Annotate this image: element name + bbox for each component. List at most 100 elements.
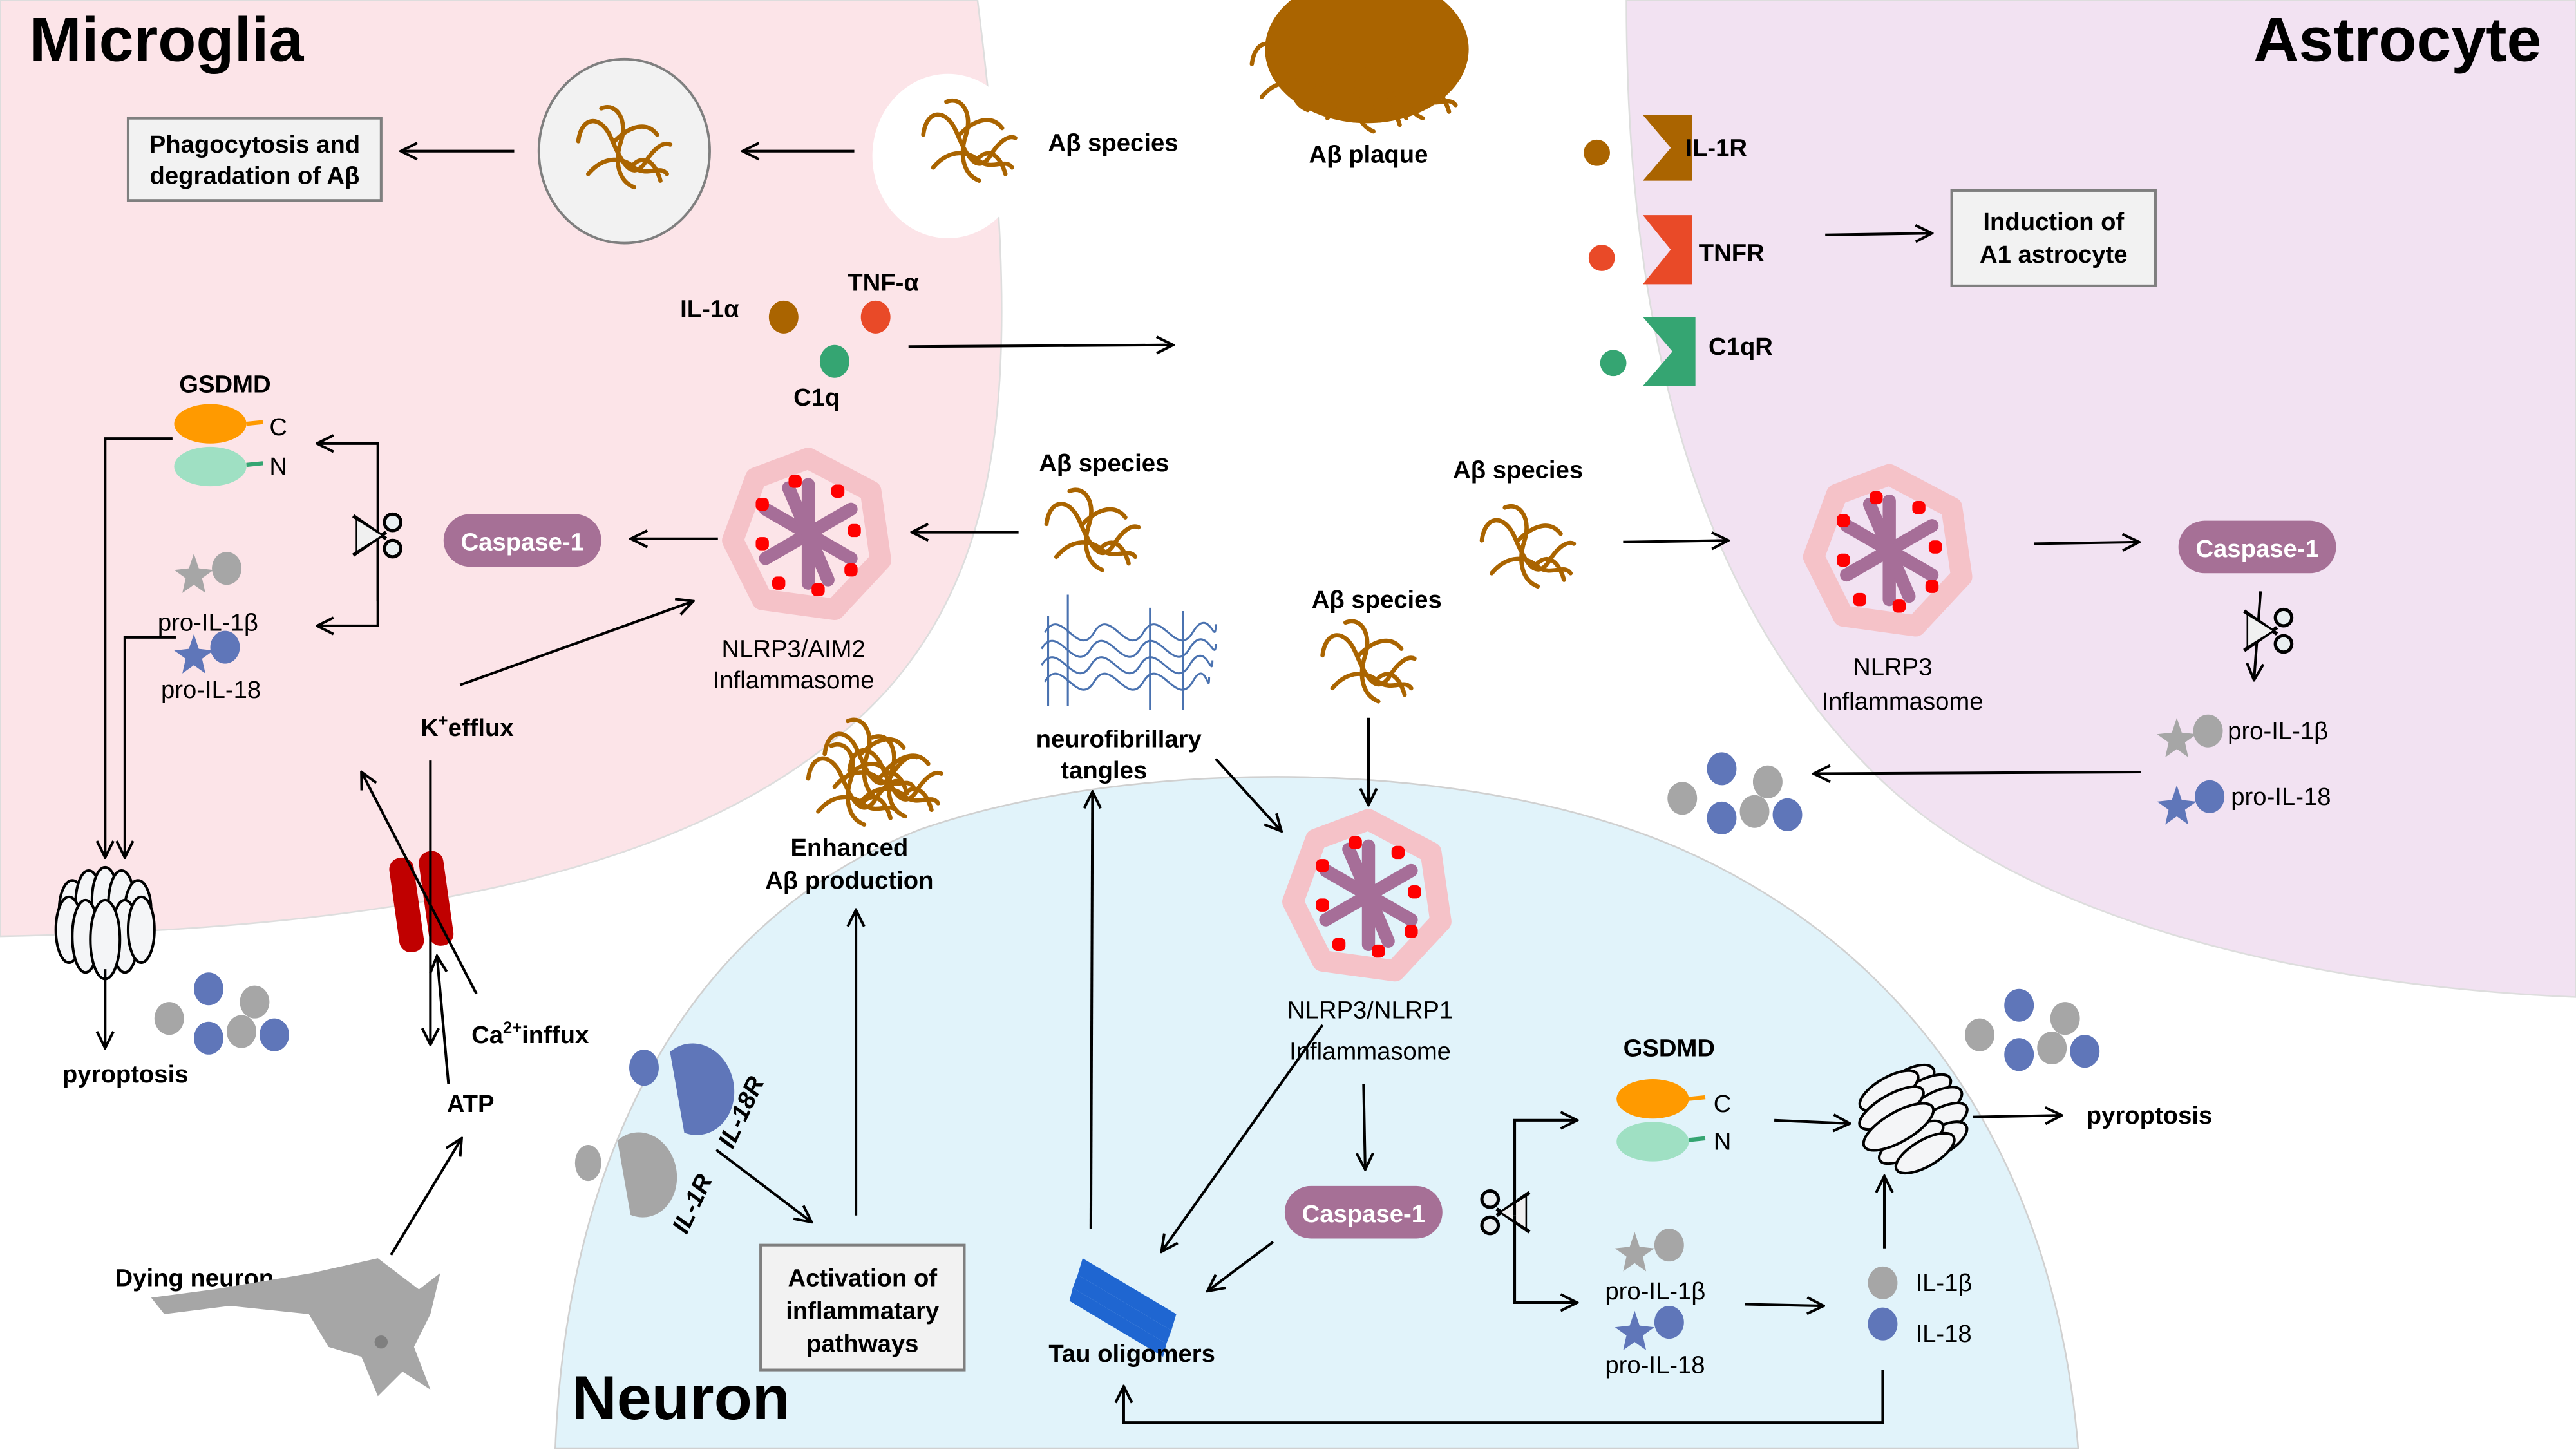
arrow-inflam-to-caspase-astro: [2034, 542, 2139, 544]
arrow-to-pro-il-neuron: [1513, 1215, 1577, 1303]
released-cytokines-microglia: [154, 972, 289, 1055]
il1b-label: IL-1β: [1915, 1269, 1972, 1297]
abeta-species-mid-icon: [1323, 621, 1415, 701]
c1q-icon: [819, 344, 849, 378]
inflammasome-microglia-label: NLRP3/AIM2: [722, 635, 866, 663]
c1qr-label: C1qR: [1709, 333, 1773, 361]
tau-oligomers-label: Tau oligomers: [1048, 1340, 1215, 1368]
arrow-receptors-to-activation: [715, 1149, 811, 1222]
gsdmd-pore-icon: [56, 867, 155, 979]
pyroptosis-label-neuron: pyroptosis: [2087, 1102, 2213, 1129]
arrow-ca-influx: [361, 772, 478, 995]
gsdmd-c-neuron-icon: [1616, 1079, 1689, 1119]
svg-text:Phagocytosis and: Phagocytosis and: [149, 131, 360, 158]
arrow-atp-to-channel: [437, 956, 450, 1084]
atp-label: ATP: [447, 1090, 495, 1118]
pyroptosis-label-microglia: pyroptosis: [62, 1061, 189, 1088]
abeta-species-right-label: Aβ species: [1453, 456, 1583, 484]
arrow-abeta-to-astro-inflam: [1623, 540, 1728, 542]
pro-il1b-astro-label: pro-IL-1β: [2228, 717, 2328, 745]
enhanced-abeta-label: Enhanced: [790, 834, 908, 862]
arrow-il-to-pore: [125, 636, 176, 858]
svg-text:Activation of: Activation of: [788, 1264, 937, 1292]
arrow-tau-to-tangles: [1091, 792, 1093, 1229]
arrow-cytokines-to-astrocyte: [908, 345, 1173, 347]
pro-il1b-label: pro-IL-1β: [158, 609, 258, 637]
il1a-label: IL-1α: [680, 295, 739, 323]
arrow-k-efflux-to-inflam: [459, 601, 693, 686]
gsdmd-c-icon: [174, 404, 247, 444]
pro-il18-neuron-label: pro-IL-18: [1605, 1352, 1705, 1379]
svg-text:Caspase-1: Caspase-1: [1302, 1200, 1425, 1228]
gsdmd-label: GSDMD: [179, 371, 270, 399]
arrow-gsdmd-to-pore-neuron: [1774, 1120, 1850, 1124]
released-cytokines-neuron: [1965, 988, 2100, 1071]
phagosome: [537, 57, 711, 245]
microglia-title: Microglia: [30, 4, 305, 74]
pro-il18-label: pro-IL-18: [161, 676, 261, 704]
inflammasome-neuron-label: NLRP3/NLRP1: [1287, 997, 1453, 1024]
abeta-species-mid-label: Aβ species: [1312, 586, 1442, 614]
svg-text:degradation of Aβ: degradation of Aβ: [150, 162, 360, 190]
gsdmd-n-neuron-icon: [1616, 1122, 1689, 1162]
neuron-title: Neuron: [572, 1362, 790, 1433]
abeta-species-2-label: Aβ species: [1039, 449, 1169, 477]
tau-oligomers-icon: [1069, 1258, 1177, 1357]
gsdmd-n-icon: [174, 446, 247, 487]
arrow-to-pyroptosis-neuron: [1973, 1115, 2062, 1117]
abeta-plaque-label: Aβ plaque: [1309, 141, 1428, 169]
il1r-label: IL-1R: [1685, 134, 1747, 162]
il18r-receptor-icon: [629, 1043, 735, 1135]
inflammasome-astrocyte-label: NLRP3: [1853, 653, 1932, 681]
arrow-to-gsdmd-neuron: [1513, 1120, 1577, 1216]
pro-il1b-neuron-label: pro-IL-1β: [1605, 1278, 1705, 1305]
gsdmd-c-label: C: [269, 413, 287, 441]
tnfa-label: TNF-α: [848, 269, 919, 297]
c1q-label: C1q: [793, 384, 840, 411]
il1r-neuron-receptor-icon: [574, 1132, 677, 1218]
svg-text:pathways: pathways: [806, 1330, 918, 1357]
astrocyte-cell: [1625, 0, 2576, 998]
microglia-cell: [0, 0, 1003, 938]
arrow-to-a1-induction: [1825, 233, 1932, 235]
arrow-astro-cytokine-release: [1814, 772, 2141, 774]
il18-icon: [1868, 1307, 1898, 1341]
arrow-inflam-to-caspase-neuron: [1363, 1084, 1365, 1170]
svg-text:Caspase-1: Caspase-1: [461, 529, 584, 556]
svg-text:Inflammasome: Inflammasome: [1289, 1037, 1451, 1065]
svg-text:inflammatary: inflammatary: [786, 1297, 940, 1325]
caspase-1-microglia: Caspase-1: [443, 514, 601, 567]
pro-il18-astro-icon: [2195, 780, 2225, 813]
gsdmd-c-neuron-label: C: [1714, 1090, 1732, 1118]
arrow-to-pro-il: [317, 542, 379, 626]
abeta-species-2-icon: [1046, 490, 1139, 570]
abeta-species-label: Aβ species: [1048, 129, 1179, 157]
k-efflux-label: K+efflux: [421, 712, 514, 742]
arrow-inflam-to-tau: [1162, 1024, 1324, 1252]
arrow-tangles-to-neuron-inflam: [1215, 758, 1282, 831]
svg-text:Caspase-1: Caspase-1: [2195, 535, 2318, 563]
tnfr-receptor-icon: [1588, 215, 1692, 285]
dying-neuron-icon: [151, 1258, 440, 1397]
caspase-1-astrocyte: Caspase-1: [2178, 520, 2336, 574]
svg-text:Aβ production: Aβ production: [765, 867, 933, 894]
arrow-dying-neuron-to-atp: [390, 1138, 462, 1256]
astrocyte-title: Astrocyte: [2253, 4, 2541, 74]
arrow-gsdmd-to-pore: [105, 437, 173, 858]
svg-text:tangles: tangles: [1061, 757, 1147, 784]
tnfr-label: TNFR: [1699, 240, 1765, 267]
tangles-label: neurofibrillary: [1036, 726, 1202, 753]
c1qr-receptor-icon: [1600, 317, 1696, 386]
activation-box: Activation of inflammatary pathways: [759, 1243, 966, 1372]
svg-text:Inflammasome: Inflammasome: [1822, 688, 1984, 715]
gsdmd-n-label: N: [269, 453, 287, 480]
pro-il18-neuron-icon: [1654, 1306, 1684, 1339]
il18-label: IL-18: [1915, 1320, 1971, 1348]
svg-text:Induction of: Induction of: [1983, 208, 2124, 236]
svg-text:A1 astrocyte: A1 astrocyte: [1980, 241, 2128, 269]
p2x7-channel-icon: [389, 857, 424, 953]
a1-induction-box: Induction of A1 astrocyte: [1950, 189, 2157, 287]
ca-influx-label: Ca2+inffux: [471, 1019, 589, 1049]
